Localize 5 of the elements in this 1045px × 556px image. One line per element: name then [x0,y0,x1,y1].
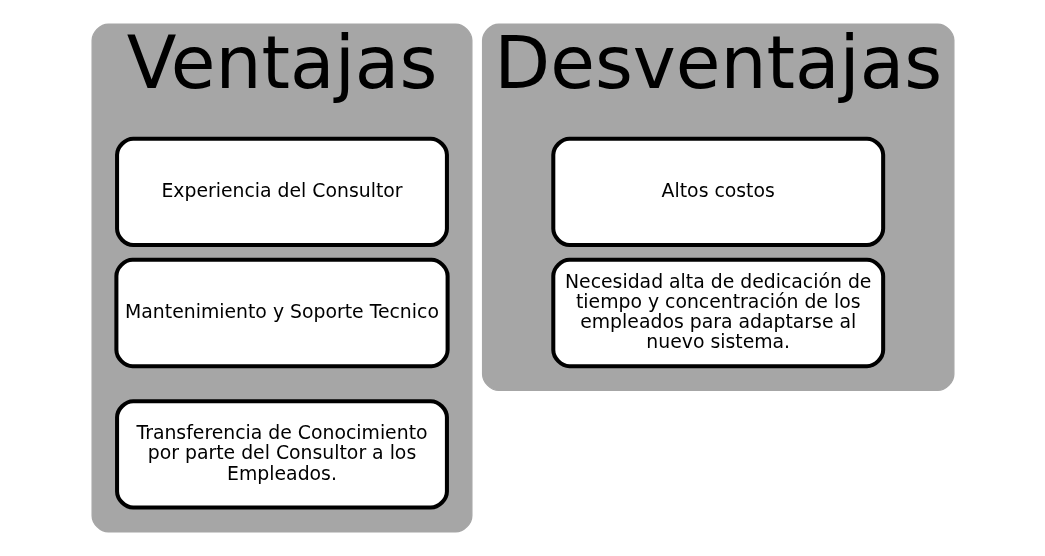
node-box: Altos costos [550,136,885,248]
node-box: Necesidad alta de dedicación de tiempo y concentración de los empleados para adaptarse al nuevo sistema. [550,257,885,369]
node-box: Mantenimiento y Soporte Tecnico [113,257,450,369]
node-box: Experiencia del Consultor [114,136,449,248]
node-box: Transferencia de Conocimiento por parte del Consultor a los Empleados. [114,399,449,510]
